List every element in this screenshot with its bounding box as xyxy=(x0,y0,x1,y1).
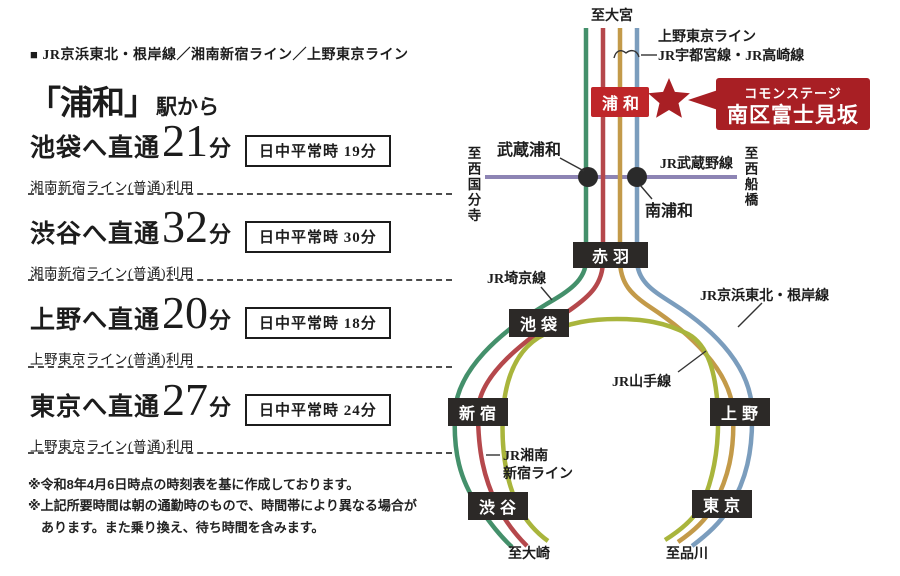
route-unit: 分 xyxy=(209,136,232,161)
star-icon xyxy=(648,78,690,118)
minami-urawa-pointer xyxy=(639,184,653,200)
route-minutes: 21 xyxy=(162,115,209,166)
station-tokyo: 東京 xyxy=(703,496,745,515)
terminal-nishi-kokubunji: 至西国分寺 xyxy=(466,146,482,224)
route-minutes: 20 xyxy=(162,287,209,338)
footnote: ※上記所要時間は朝の通勤時のもので、時間帯により異なる場合があります。また乗り換… xyxy=(28,498,417,535)
label-musashino-line: JR武蔵野線 xyxy=(660,155,733,172)
dashed-divider xyxy=(28,279,452,281)
terminal-omiya: 至大宮 xyxy=(591,7,633,24)
daytime-badge: 日中平常時 24分 xyxy=(245,394,391,426)
daytime-badge: 日中平常時 19分 xyxy=(245,135,391,167)
label-shonan-shinjuku-2: 新宿ライン xyxy=(503,465,573,482)
akabane-station-box: 赤羽 xyxy=(573,242,648,268)
badge-pointer xyxy=(688,90,718,110)
route-destination: 渋谷へ直通 xyxy=(30,221,161,248)
route-destination: 東京へ直通 xyxy=(30,394,161,421)
dashed-divider xyxy=(28,193,452,195)
label-shonan-shinjuku-1: JR湘南 xyxy=(503,447,548,464)
title-station: 「浦和」 xyxy=(28,86,157,122)
badge-line2: 南区富士見坂 xyxy=(727,103,859,127)
route-via: 上野東京ライン(普通)利用 xyxy=(30,352,194,367)
badge-line1: コモンステージ xyxy=(744,86,841,101)
dashed-divider xyxy=(28,452,452,454)
square-bullet-icon: ■ xyxy=(30,47,39,62)
ueno-station-box: 上野 xyxy=(710,398,770,426)
section-header: ■JR京浜東北・根岸線／湘南新宿ライン／上野東京ライン xyxy=(30,44,408,64)
shinjuku-station-box: 新宿 xyxy=(448,398,508,426)
yamanote-line xyxy=(500,316,721,543)
route-unit: 分 xyxy=(209,222,232,247)
terminal-shinagawa: 至品川 xyxy=(666,546,708,562)
tokyo-station-box: 東京 xyxy=(692,490,752,518)
label-saikyo-line: JR埼京線 xyxy=(487,270,546,287)
urawa-station-box xyxy=(591,87,649,117)
station-ikebukuro: 池袋 xyxy=(520,315,562,334)
terminal-nishi-funabashi: 至西船橋 xyxy=(743,146,759,208)
property-badge xyxy=(716,78,870,130)
station-akabane: 赤羽 xyxy=(592,247,634,266)
station-minami-urawa: 南浦和 xyxy=(645,201,693,220)
station-shinjuku: 新宿 xyxy=(459,404,501,423)
saikyo-pointer xyxy=(540,286,553,301)
page-title: 「浦和」駅から xyxy=(28,76,219,124)
dashed-divider xyxy=(28,366,452,368)
ikebukuro-station-box: 池袋 xyxy=(509,309,569,337)
musashi-urawa-dot xyxy=(578,167,598,187)
label-keihin-tohoku-line: JR京浜東北・根岸線 xyxy=(700,287,829,304)
station-musashi-urawa: 武蔵浦和 xyxy=(497,140,561,159)
route-via: 湘南新宿ライン(普通)利用 xyxy=(30,266,194,281)
title-suffix: 駅から xyxy=(156,95,219,119)
label-yamanote-line: JR山手線 xyxy=(612,373,671,390)
route-via: 湘南新宿ライン(普通)利用 xyxy=(30,180,194,195)
route-via: 上野東京ライン(普通)利用 xyxy=(30,439,194,454)
route-minutes: 32 xyxy=(162,201,209,252)
section-header-text: JR京浜東北・根岸線／湘南新宿ライン／上野東京ライン xyxy=(42,48,409,63)
daytime-badge: 日中平常時 30分 xyxy=(245,221,391,253)
shibuya-station-box: 渋谷 xyxy=(468,492,528,520)
route-destination: 上野へ直通 xyxy=(30,307,161,334)
footnotes: ※令和8年4月6日時点の時刻表を基に作成しております。 ※上記所要時間は朝の通勤… xyxy=(28,474,428,538)
route-unit: 分 xyxy=(209,395,232,420)
route-minutes: 27 xyxy=(162,374,209,425)
station-ueno: 上野 xyxy=(721,405,763,423)
terminal-osaki: 至大崎 xyxy=(508,545,550,562)
line-brace-icon xyxy=(613,49,640,59)
keihin-tohoku-pointer xyxy=(737,302,763,328)
label-utsunomiya-takasaki-line: JR宇都宮線・JR高崎線 xyxy=(658,47,804,64)
station-shibuya: 渋谷 xyxy=(479,498,521,517)
route-unit: 分 xyxy=(209,308,232,333)
musashi-urawa-pointer xyxy=(559,157,585,172)
station-urawa: 浦和 xyxy=(602,94,644,113)
minami-urawa-dot xyxy=(627,167,647,187)
footnote: ※令和8年4月6日時点の時刻表を基に作成しております。 xyxy=(28,477,360,492)
daytime-badge: 日中平常時 18分 xyxy=(245,307,391,339)
route-destination: 池袋へ直通 xyxy=(30,135,161,162)
label-ueno-tokyo-line: 上野東京ライン xyxy=(658,28,756,45)
yamanote-pointer xyxy=(677,350,707,373)
